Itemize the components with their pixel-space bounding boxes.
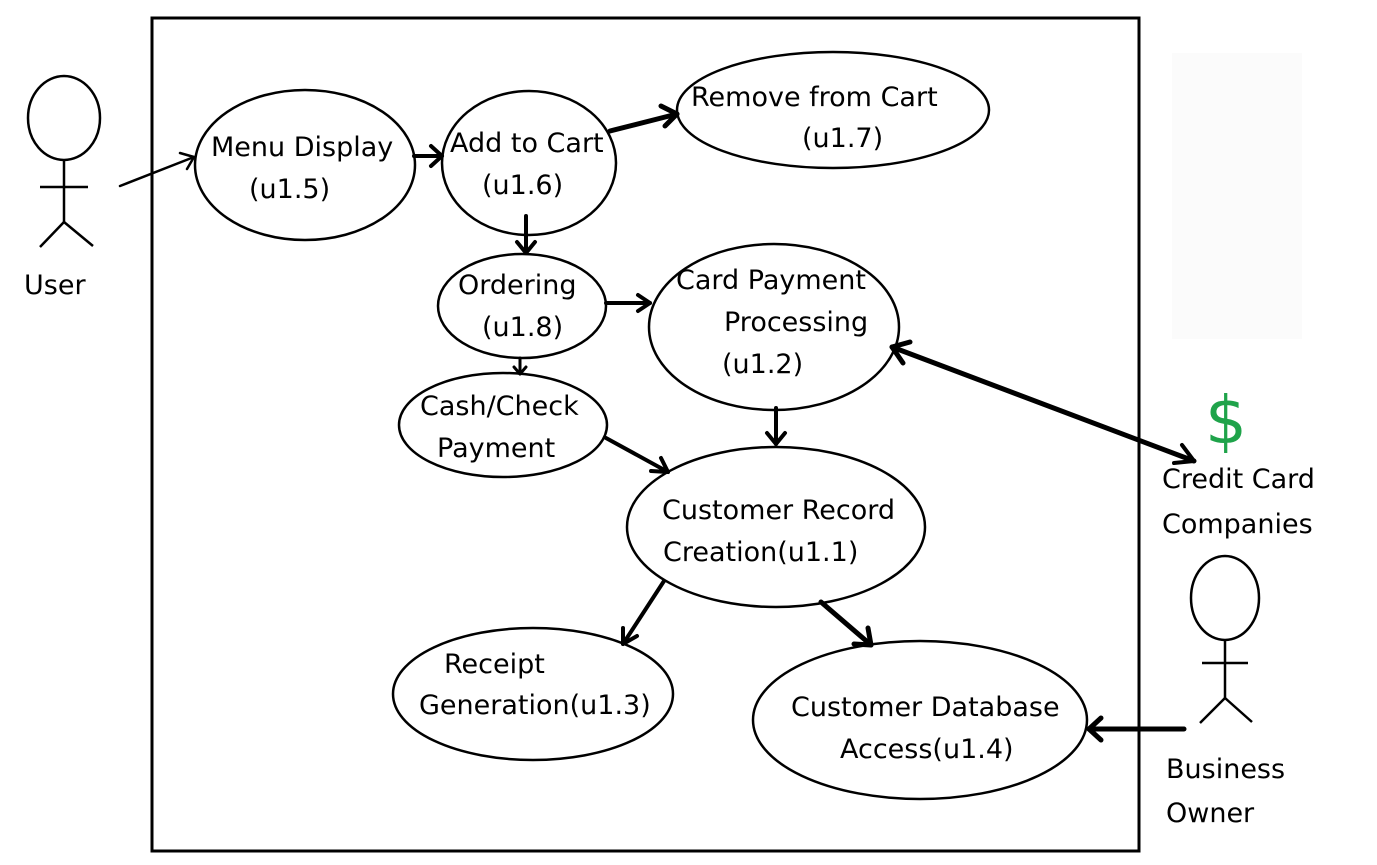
customer-record-usecase [625,445,927,609]
menu-display-usecase [193,88,417,242]
remove-from-cart-usecase [675,50,991,170]
business-owner-actor-icon [1189,554,1261,724]
ordering-usecase [436,252,608,360]
add-to-cart-label: Add to Cart [450,128,604,159]
cart-to-remove-arrow [607,111,680,134]
ordering-id: (u1.8) [482,312,564,343]
customer-db-label-line2: Access(u1.4) [840,734,1014,765]
receipt-label-line2: Generation(u1.3) [419,690,651,721]
menu-display-id: (u1.5) [249,174,331,205]
customer-db-label-line1: Customer Database [791,692,1060,723]
creditcard-to-card-arrow [889,344,1197,464]
card-payment-id: (u1.2) [722,349,804,380]
customer-record-label-line1: Customer Record [662,495,896,526]
dollar-sign-icon: $ [1205,382,1247,459]
business-owner-label-line2: Owner [1166,798,1255,829]
user-to-menu-arrow [118,155,196,188]
add-to-cart-id: (u1.6) [482,170,564,201]
ordering-label: Ordering [458,270,577,301]
receipt-label-line1: Receipt [444,649,545,680]
user-actor-label: User [24,270,86,301]
receipt-usecase [391,626,675,762]
business-owner-label-line1: Business [1166,754,1286,785]
card-payment-label-line2: Processing [724,307,869,338]
remove-from-cart-id: (u1.7) [802,123,884,154]
customer-record-label-line2: Creation(u1.1) [663,537,859,568]
placeholder-box [1172,53,1302,339]
cash-check-usecase [397,371,609,479]
customer-db-usecase [751,639,1089,801]
system-boundary [150,16,1141,853]
credit-card-label-line1: Credit Card [1162,464,1315,495]
credit-card-label-line2: Companies [1162,509,1313,540]
cash-to-record-arrow [604,436,670,474]
user-actor-icon [26,74,102,248]
cash-check-label-line2: Payment [437,433,556,464]
card-payment-label-line1: Card Payment [676,265,866,296]
remove-from-cart-label: Remove from Cart [691,82,938,113]
record-to-db-arrow [818,599,874,648]
cash-check-label-line1: Cash/Check [420,391,579,422]
menu-display-label: Menu Display [211,132,394,163]
record-to-receipt-arrow [621,579,666,646]
add-to-cart-usecase [440,89,618,237]
